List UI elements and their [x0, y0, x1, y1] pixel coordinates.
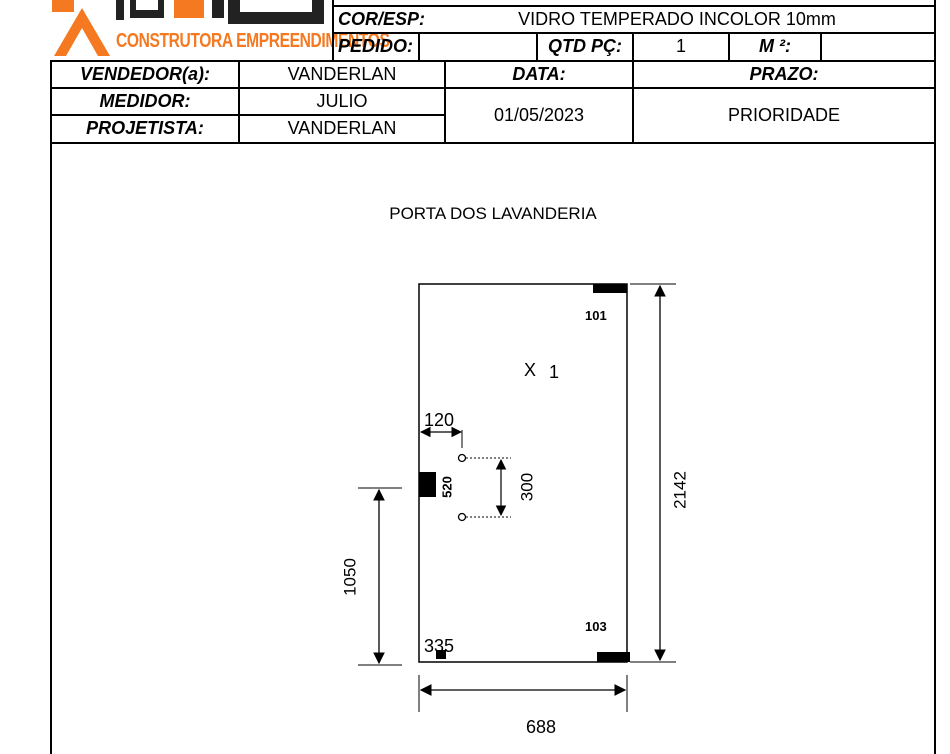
- dim-label-hole-offset: 120: [424, 410, 454, 430]
- vendedor-value: VANDERLAN: [287, 63, 397, 84]
- cor-esp-label: COR/ESP:: [338, 8, 426, 29]
- hardware-label-top: 101: [585, 308, 607, 323]
- dim-label-bottom-pivot: 335: [424, 636, 454, 656]
- dim-label-height: 2142: [670, 471, 689, 509]
- hardware-label-bottom: 103: [585, 619, 607, 634]
- quantity-value: 1: [549, 362, 559, 382]
- cor-esp-value: VIDRO TEMPERADO INCOLOR 10mm: [518, 8, 836, 29]
- prazo-label: PRAZO:: [749, 63, 819, 84]
- drawing-title: PORTA DOS LAVANDERIA: [389, 204, 597, 223]
- data-label: DATA:: [512, 63, 566, 84]
- handle-hole-top: [457, 453, 467, 463]
- dim-label-lock-height: 1050: [340, 558, 359, 596]
- handle-hole-bottom: [457, 512, 467, 522]
- bottom-pivot-block: [597, 652, 630, 662]
- lock-block: [419, 472, 436, 497]
- dim-label-hole-spacing: 300: [517, 473, 536, 501]
- projetista-label: PROJETISTA:: [86, 118, 204, 138]
- logo-emblem-icon: [52, 0, 324, 56]
- top-pivot-block: [593, 284, 627, 293]
- medidor-value: JULIO: [316, 90, 368, 111]
- medidor-label: MEDIDOR:: [99, 90, 191, 111]
- quantity-mark: X: [524, 360, 536, 380]
- prazo-value: PRIORIDADE: [727, 104, 841, 125]
- bottom-small-block: [436, 650, 446, 659]
- qtd-label: QTD PÇ:: [548, 36, 622, 56]
- company-logo: [52, 0, 330, 60]
- pedido-label: PEDIDO:: [338, 36, 414, 56]
- hardware-label-lock: 520: [439, 476, 454, 498]
- projetista-value: VANDERLAN: [287, 118, 397, 138]
- company-tagline: CONSTRUTORA EMPREENDIMENTOS: [116, 30, 390, 52]
- qtd-value: 1: [675, 36, 686, 56]
- vendedor-label: VENDEDOR(a):: [79, 63, 210, 84]
- m2-label: M ²:: [759, 36, 791, 56]
- data-value: 01/05/2023: [493, 104, 585, 125]
- dim-label-width: 688: [526, 717, 556, 737]
